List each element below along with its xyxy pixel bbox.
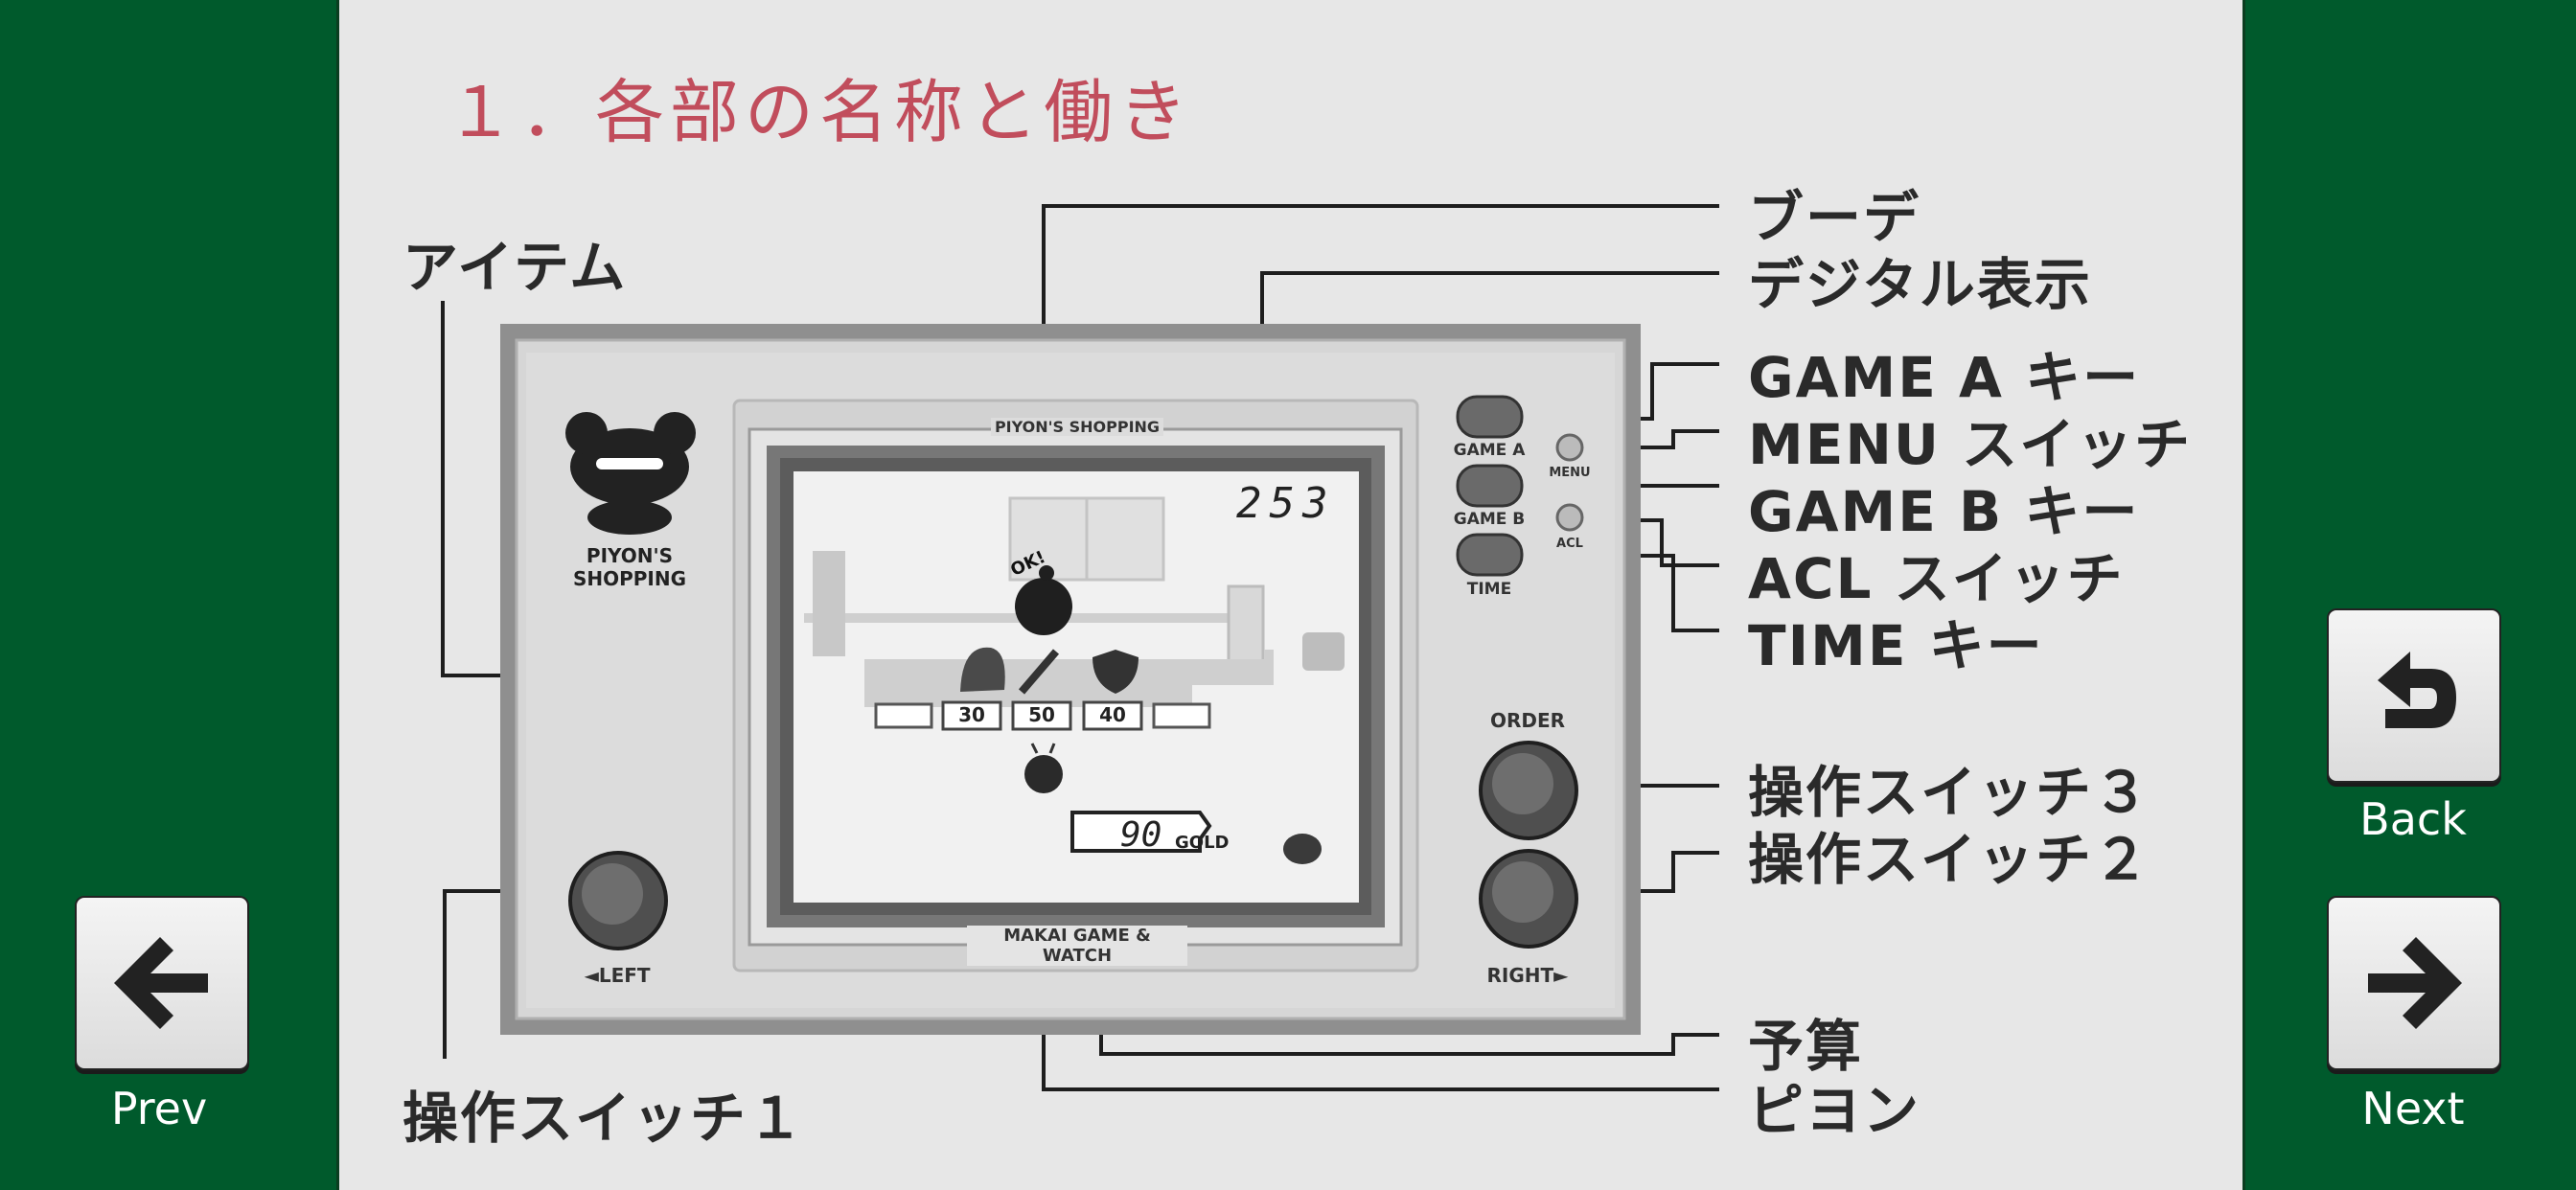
manual-page: １．各部の名称と働き アイテム ブーデ デジタル表示 GAME A キー MEN… <box>336 0 2245 1190</box>
price-30: 30 <box>958 703 985 726</box>
game-a-button <box>1456 395 1524 439</box>
game-a-label: GAME A <box>1453 441 1526 460</box>
boode-figure <box>1015 578 1072 635</box>
time-button <box>1456 533 1524 577</box>
back-label[interactable]: Back <box>2359 793 2467 845</box>
label-time: TIME キー <box>1748 613 2044 678</box>
logo-line-2: SHOPPING <box>572 567 687 590</box>
left-label: ◄LEFT <box>584 964 651 987</box>
acl-label: ACL <box>1556 537 1583 551</box>
gold-display <box>1070 811 1212 853</box>
knight-figure <box>813 551 845 656</box>
price-40: 40 <box>1099 703 1126 726</box>
menu-switch <box>1555 433 1584 462</box>
label-digital: デジタル表示 <box>1748 252 2092 317</box>
bottom-title: MAKAI GAME & WATCH <box>967 926 1187 966</box>
label-menu: MENU スイッチ <box>1748 412 2193 477</box>
price-50: 50 <box>1028 703 1055 726</box>
menu-label: MENU <box>1549 466 1591 480</box>
shield-icon <box>1092 650 1138 694</box>
game-watch-device <box>500 324 1641 1035</box>
page-title: １．各部の名称と働き <box>446 72 1194 152</box>
right-label: RIGHT► <box>1486 964 1569 987</box>
sword-icon <box>1018 649 1060 695</box>
label-acl: ACL スイッチ <box>1748 546 2125 611</box>
gold-unit: GOLD <box>1175 833 1230 853</box>
chest-figure <box>1302 632 1345 671</box>
piyon-figure <box>1024 755 1063 793</box>
game-b-button <box>1456 464 1524 508</box>
prev-button[interactable] <box>75 896 249 1070</box>
arrow-left-icon <box>114 937 208 1029</box>
label-switch-1: 操作スイッチ１ <box>402 1086 806 1151</box>
order-label: ORDER <box>1489 709 1566 732</box>
screen-title: PIYON'S SHOPPING <box>991 418 1163 436</box>
helmet-icon <box>960 647 1005 692</box>
logo-line-1: PIYON'S <box>586 544 674 567</box>
label-game-a: GAME A キー <box>1748 345 2141 410</box>
prev-label[interactable]: Prev <box>110 1083 208 1134</box>
label-switch-2: 操作スイッチ２ <box>1748 827 2151 892</box>
label-switch-3: 操作スイッチ３ <box>1748 760 2151 825</box>
acl-switch <box>1555 503 1584 532</box>
label-game-b: GAME B キー <box>1748 479 2140 544</box>
next-button[interactable] <box>2327 896 2501 1070</box>
game-b-label: GAME B <box>1453 510 1526 529</box>
undo-arrow-icon <box>2378 652 2456 728</box>
label-budget: 予算 <box>1748 1014 1864 1079</box>
arrow-right-icon <box>2368 937 2462 1029</box>
label-item: アイテム <box>402 235 628 300</box>
next-label[interactable]: Next <box>2361 1083 2465 1134</box>
label-boode: ブーデ <box>1748 185 1921 250</box>
score-display: 253 <box>1236 479 1336 528</box>
label-piyon: ピヨン <box>1748 1078 1921 1143</box>
gold-value: 90 <box>1120 815 1162 855</box>
time-label: TIME <box>1466 580 1512 599</box>
back-button[interactable] <box>2327 608 2501 783</box>
small-bird-figure <box>1283 834 1322 864</box>
